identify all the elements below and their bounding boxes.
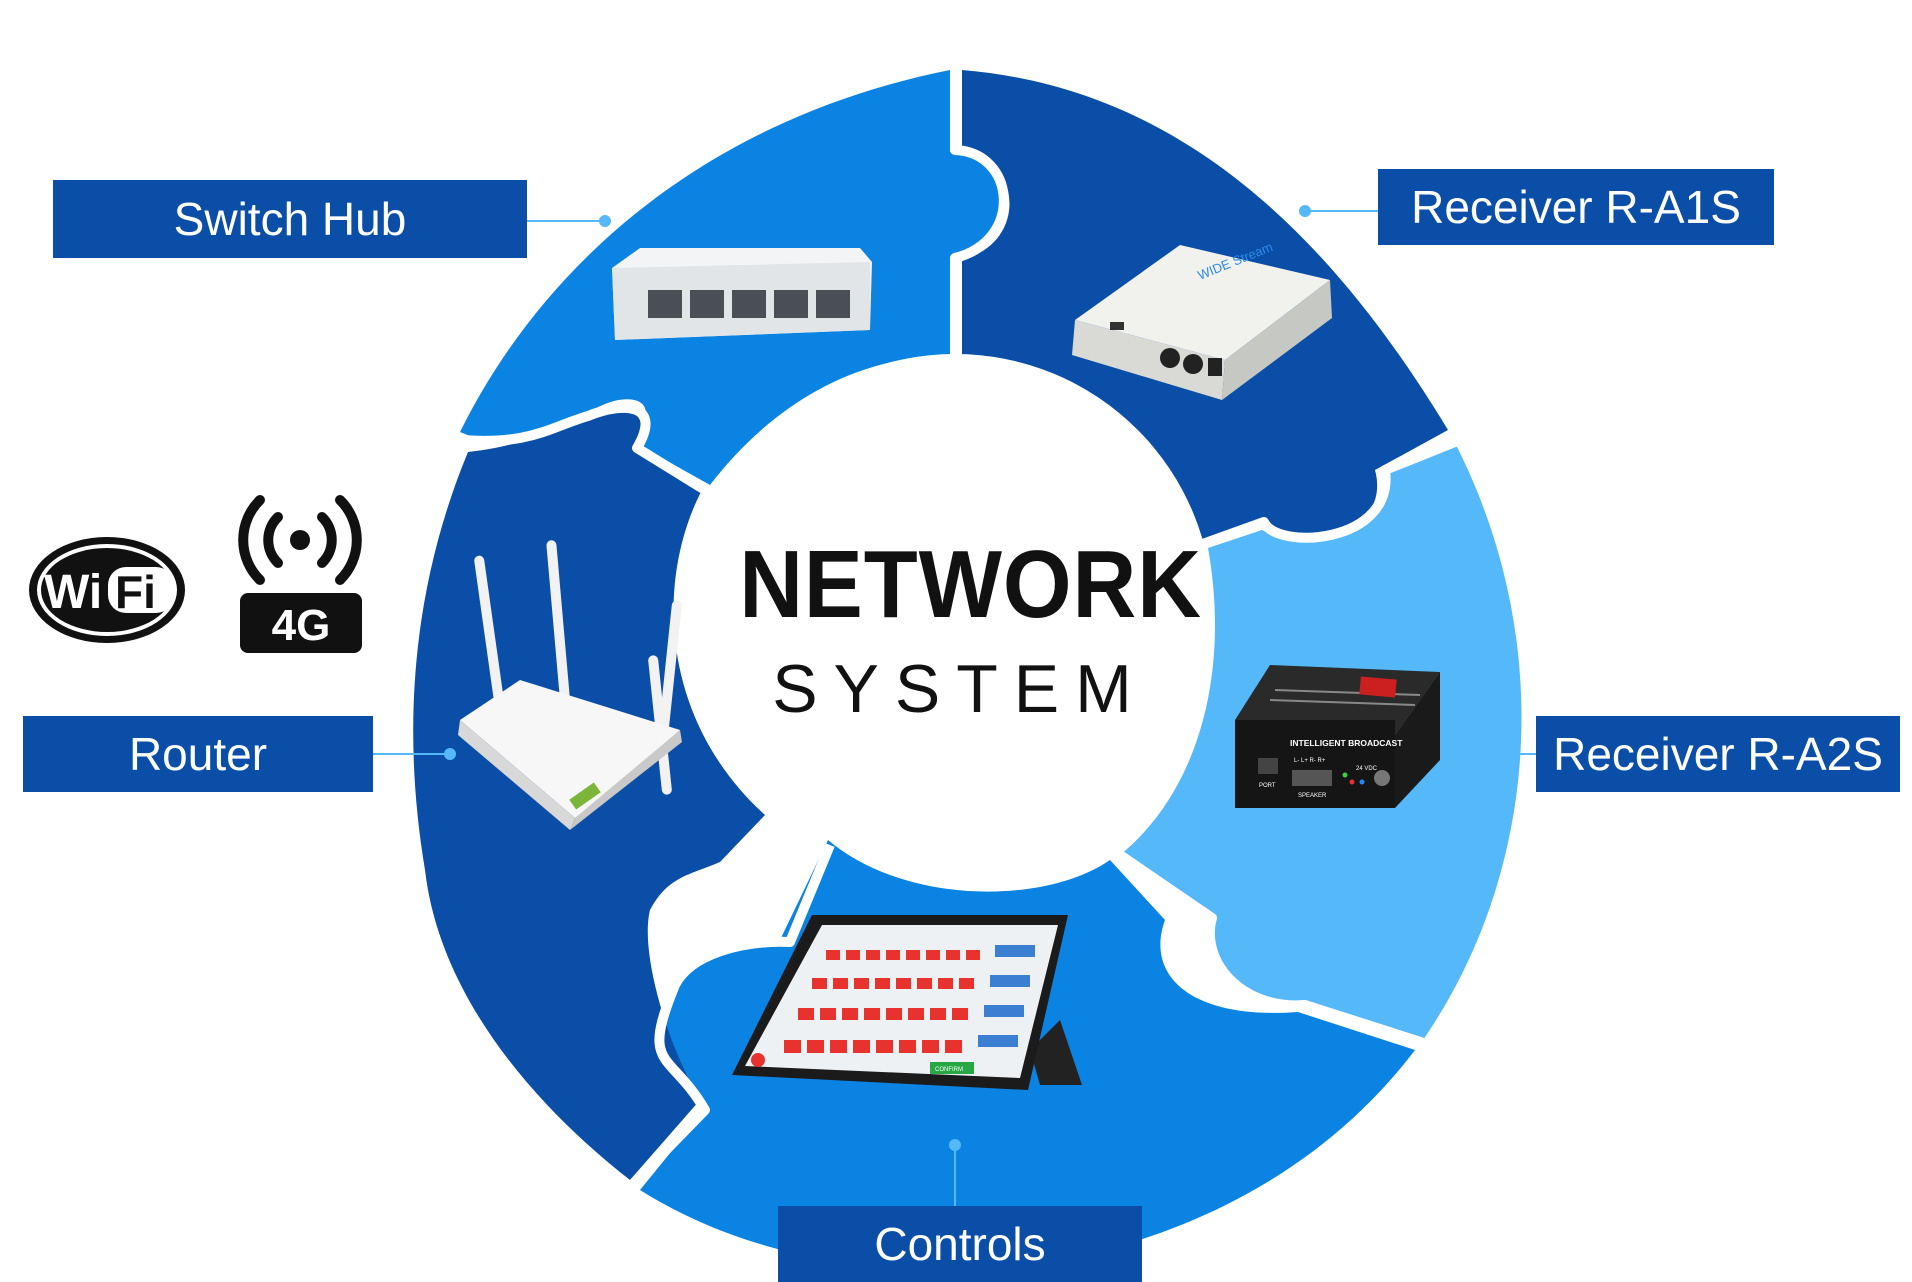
switch-hub-device <box>612 248 872 340</box>
receiver-r-a2s-panel: INTELLIGENT BROADCAST <box>1290 738 1403 748</box>
wifi-logo-icon: Wi Fi <box>29 537 185 643</box>
broadcast-signal-icon <box>238 495 362 585</box>
router-device <box>458 540 682 830</box>
receiver-r-a2s-speaker: SPEAKER <box>1298 793 1327 799</box>
cellular-4g-icon: 4G <box>238 495 362 653</box>
receiver-r-a1s-device: WIDE Stream <box>1072 239 1332 400</box>
puzzle-seams <box>461 70 1462 1189</box>
diagram-title: NETWORK <box>739 531 1202 638</box>
label-receiver-r-a1s: Receiver R-A1S <box>1378 169 1774 245</box>
label-receiver-r-a2s: Receiver R-A2S <box>1536 716 1900 792</box>
receiver-r-a2s-power: 24 VDC <box>1356 766 1378 772</box>
label-controls: Controls <box>778 1206 1142 1282</box>
controls-tablet-device: CONFIRM <box>732 915 1082 1090</box>
tablet-confirm-label: CONFIRM <box>935 1067 963 1073</box>
receiver-r-a2s-device: INTELLIGENT BROADCAST L- L+ R- R+ 24 VDC… <box>1235 665 1440 808</box>
connectors <box>373 205 1536 1206</box>
receiver-r-a2s-port: PORT <box>1259 783 1276 789</box>
diagram-subtitle: SYSTEM <box>772 651 1148 727</box>
tablet-grid <box>784 950 980 1053</box>
wifi-fi-text: Fi <box>115 566 156 618</box>
label-router: Router <box>23 716 373 792</box>
center-circle <box>697 354 1213 870</box>
label-switch-hub: Switch Hub <box>53 180 527 258</box>
wifi-wi-text: Wi <box>44 566 102 619</box>
cellular-4g-text: 4G <box>272 601 331 650</box>
receiver-r-a2s-channels: L- L+ R- R+ <box>1294 758 1326 764</box>
